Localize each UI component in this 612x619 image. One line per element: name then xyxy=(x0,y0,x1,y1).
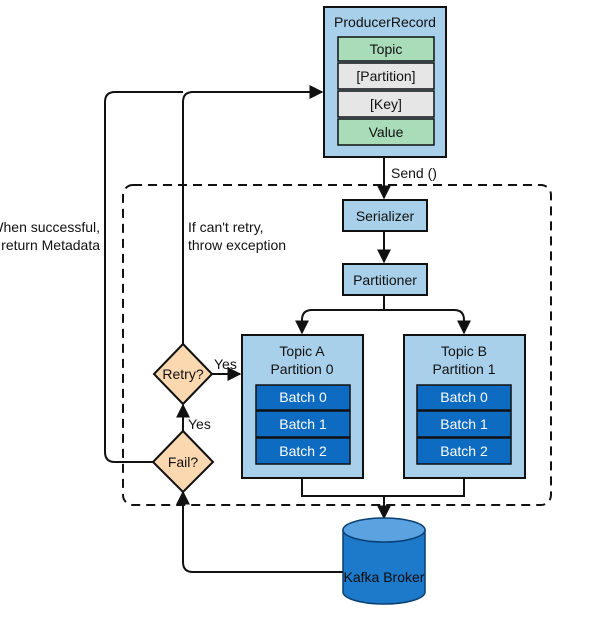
exception-note-line2: throw exception xyxy=(188,237,286,253)
partitioner-branch-line-right xyxy=(384,309,471,335)
success-note-line2: return Metadata xyxy=(1,237,100,253)
partition-topic-a: Topic A Partition 0 Batch 0 Batch 1 Batc… xyxy=(241,334,364,479)
success-return-line xyxy=(104,91,183,463)
partitions-merge-line xyxy=(301,478,465,497)
broker-response-line xyxy=(176,490,343,573)
partitioner-branch-line xyxy=(295,295,385,335)
partitioner-label: Partitioner xyxy=(353,272,417,288)
partition-b-batch-0: Batch 0 xyxy=(440,389,488,405)
retry-diamond xyxy=(152,342,214,406)
partition-b-batch-1: Batch 1 xyxy=(440,416,488,432)
serializer-box xyxy=(342,199,428,232)
producer-record-title: ProducerRecord xyxy=(334,14,436,30)
field-topic: Topic xyxy=(370,41,403,57)
partition-topic-b: Topic B Partition 1 Batch 0 Batch 1 Batc… xyxy=(403,334,526,479)
kafka-broker-top xyxy=(342,517,426,543)
partition-a-batch-1: Batch 1 xyxy=(279,416,327,432)
partition-b-batch-2: Batch 2 xyxy=(440,443,488,459)
kafka-broker-label: Kafka Broker xyxy=(344,569,425,585)
partition-b-title-line2: Partition 1 xyxy=(432,361,495,377)
partition-a-title-line1: Topic A xyxy=(279,343,325,359)
fail-diamond xyxy=(151,429,215,494)
field-topic-box xyxy=(337,36,435,62)
send-label: Send () xyxy=(391,165,437,181)
partition-a-batch-2-box xyxy=(255,437,351,465)
yes-fail-label: Yes xyxy=(188,416,211,432)
retry-label: Retry? xyxy=(162,366,203,382)
yes-retry-label: Yes xyxy=(214,356,237,372)
field-partition: [Partition] xyxy=(356,68,415,84)
kafka-broker-cylinder: Kafka Broker xyxy=(342,517,426,605)
success-note-line1: When successful, xyxy=(0,219,100,235)
partition-b-title-line1: Topic B xyxy=(441,343,487,359)
partition-a-batch-2: Batch 2 xyxy=(279,443,327,459)
field-key: [Key] xyxy=(370,96,402,112)
partition-b-batch-0-box xyxy=(416,384,512,411)
kafka-broker-body xyxy=(342,529,426,605)
field-partition-box xyxy=(337,62,435,90)
exception-return-line xyxy=(182,85,324,344)
partitioner-box xyxy=(342,263,428,296)
partition-a-batch-0-box xyxy=(255,384,351,411)
serializer-label: Serializer xyxy=(356,208,415,224)
field-key-box xyxy=(337,90,435,118)
partition-a-batch-0: Batch 0 xyxy=(279,389,327,405)
partition-a-batch-1-box xyxy=(255,410,351,438)
producer-record: ProducerRecord Topic [Partition] [Key] V… xyxy=(323,6,447,158)
field-value-box xyxy=(337,118,435,146)
partition-b-batch-1-box xyxy=(416,410,512,438)
partition-b-batch-2-box xyxy=(416,437,512,465)
producer-boundary xyxy=(122,184,552,506)
exception-note-line1: If can't retry, xyxy=(188,219,264,235)
field-value: Value xyxy=(369,124,404,140)
partition-a-title-line2: Partition 0 xyxy=(270,361,333,377)
fail-label: Fail? xyxy=(168,454,199,470)
